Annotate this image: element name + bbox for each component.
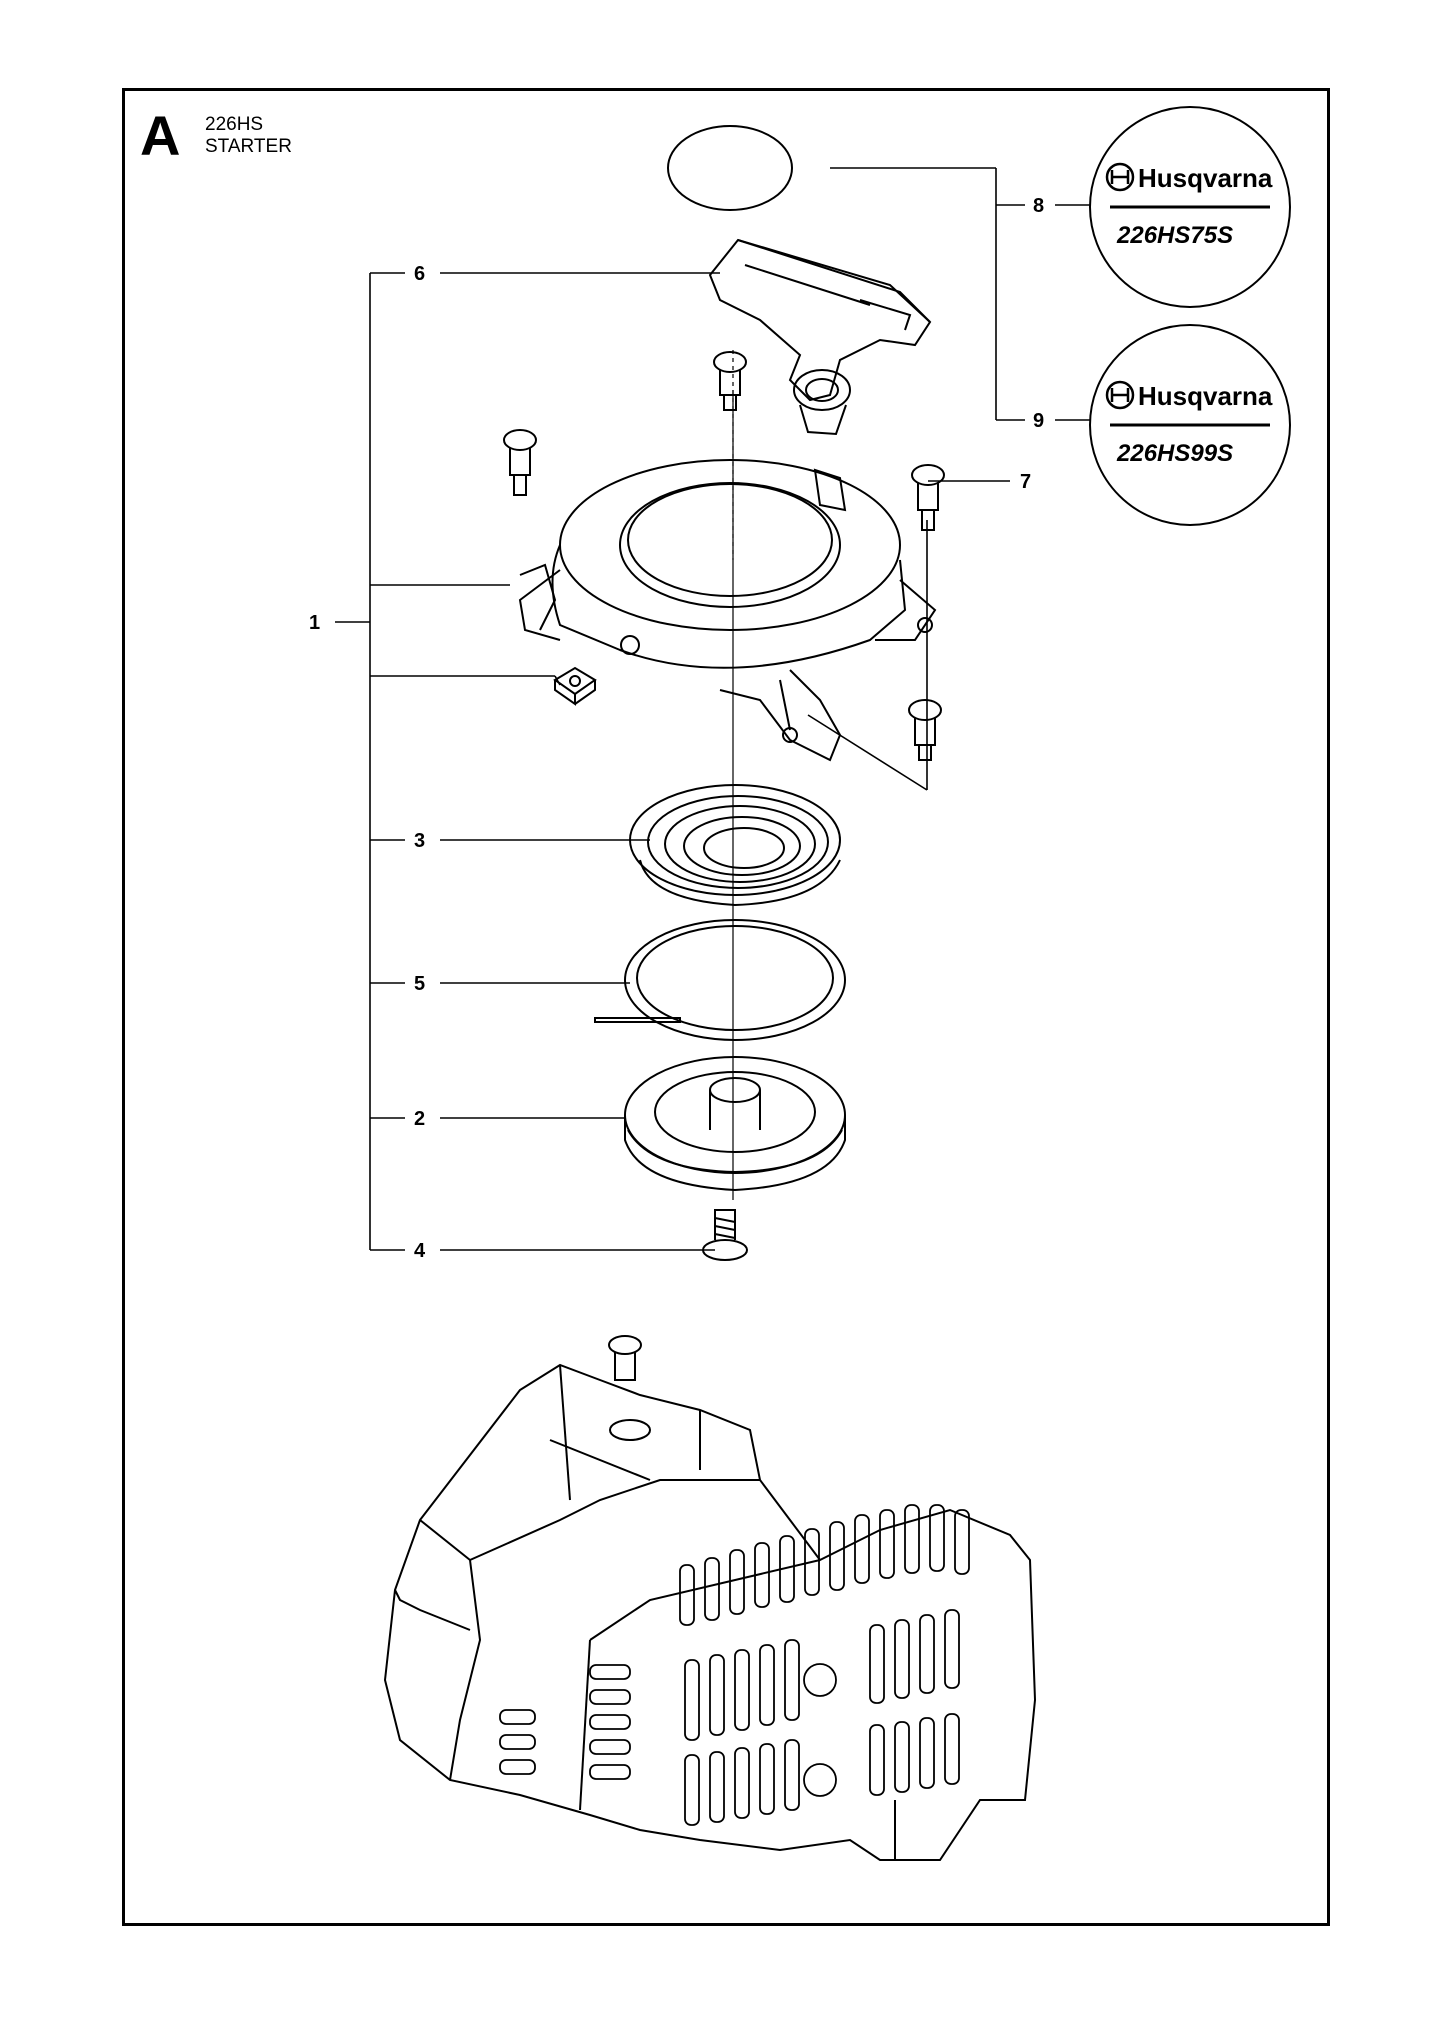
cover-screw-lower-right	[908, 699, 942, 761]
callout-5: 5	[414, 973, 425, 995]
decal-circle-8	[1089, 106, 1291, 308]
cooling-vents	[499, 1504, 970, 1826]
recoil-spring	[629, 784, 841, 907]
section-title: STARTER	[205, 136, 292, 157]
rope-ring	[594, 919, 846, 1041]
decal-model-9: 226HS99S	[1116, 440, 1233, 467]
square-nut	[553, 666, 597, 706]
husqvarna-crown-logo-icon	[1105, 380, 1135, 410]
callout-4: 4	[414, 1240, 426, 1262]
section-letter: A	[140, 104, 181, 167]
engine-cover	[383, 1335, 1037, 1861]
callout-3: 3	[414, 830, 425, 852]
blank-decal-oval	[667, 125, 793, 211]
cover-screw-right	[911, 464, 945, 531]
model-label: 226HS	[205, 114, 264, 135]
diagram-frame	[122, 88, 1330, 1926]
callout-9: 9	[1033, 410, 1044, 432]
decal-brand-8: Husqvarna	[1138, 163, 1273, 193]
center-screw	[702, 1209, 748, 1261]
callout-8: 8	[1033, 195, 1044, 217]
cover-screw-top	[713, 351, 747, 411]
callout-7: 7	[1020, 471, 1031, 493]
husqvarna-crown-logo-icon	[1105, 162, 1135, 192]
decal-circle-9	[1089, 324, 1291, 526]
decal-model-8: 226HS75S	[1116, 222, 1233, 249]
callout-6: 6	[414, 263, 425, 285]
callout-lines	[335, 167, 1090, 1251]
starter-pulley	[624, 1056, 846, 1192]
callout-1: 1	[309, 612, 320, 634]
callout-2: 2	[414, 1108, 425, 1130]
starter-housing	[518, 459, 937, 762]
starter-handle	[708, 238, 932, 436]
cover-screw-left	[503, 429, 537, 496]
decal-brand-9: Husqvarna	[1138, 381, 1273, 411]
